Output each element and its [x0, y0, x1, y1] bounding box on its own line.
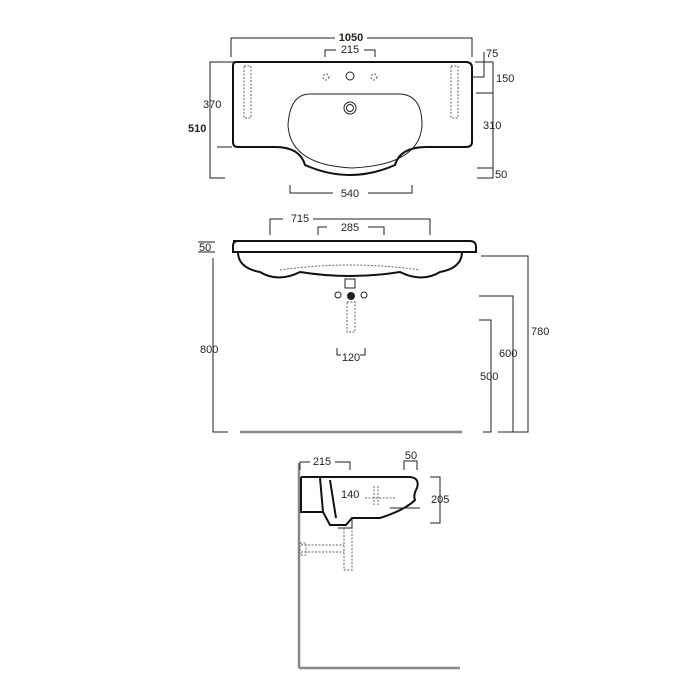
dim-width-total: 1050 [339, 32, 363, 44]
bracket-left [243, 65, 252, 119]
dim-lines-top [209, 37, 494, 194]
tap-hole-optional-left [322, 73, 330, 81]
bracket-right [450, 65, 459, 119]
dim-rear-offset: 75 [486, 48, 498, 60]
dim-bowl-inner: 140 [341, 489, 359, 501]
dim-lines-side [299, 460, 441, 524]
drain-inner-icon [346, 104, 354, 112]
basin-front-outline [232, 240, 477, 253]
dim-height-500: 500 [480, 371, 498, 383]
dim-height-total: 800 [200, 344, 218, 356]
dim-hole-depth: 150 [496, 73, 514, 85]
dim-inner-width: 285 [341, 222, 359, 234]
dim-bowl-width: 540 [341, 188, 359, 200]
fixing-bolt-right-icon [360, 291, 368, 299]
dim-front-lip-side: 50 [405, 450, 417, 462]
tap-hole-icon [345, 71, 355, 81]
dim-front-lip: 50 [495, 169, 507, 181]
wall-flange [299, 542, 307, 556]
basin-front-body [237, 251, 463, 279]
side-view: 215 50 140 205 [297, 450, 460, 670]
bowl-hidden-line [279, 264, 421, 271]
dim-depth-side: 370 [203, 99, 221, 111]
dim-side-height: 205 [431, 494, 449, 506]
dim-height-780: 780 [531, 326, 549, 338]
dim-lines-front [198, 218, 529, 433]
front-view: 715 285 50 800 780 600 500 120 [198, 213, 549, 434]
top-view: 1050 215 75 370 510 150 310 50 540 [188, 32, 514, 200]
waste-pipe-icon [347, 292, 355, 300]
trap-hidden [301, 528, 353, 571]
waste-outlet [344, 278, 356, 289]
basin-side-outline [300, 476, 419, 526]
fixing-bolt-left-icon [334, 291, 342, 299]
dim-height-600: 600 [499, 348, 517, 360]
basin-top-outline [232, 61, 473, 176]
dim-waste-width: 120 [342, 352, 360, 364]
tap-hole-optional-right [370, 73, 378, 81]
dim-tap-spacing: 215 [341, 44, 359, 56]
dim-depth-total: 510 [188, 123, 206, 135]
trap-pipe-hidden [346, 301, 356, 333]
dim-thickness: 50 [199, 242, 211, 254]
drain-icon [343, 101, 357, 115]
dim-bracket-width: 715 [291, 213, 309, 225]
dim-bowl-depth: 310 [483, 120, 501, 132]
dim-wall-offset: 215 [313, 456, 331, 468]
bowl-outline [287, 93, 423, 169]
